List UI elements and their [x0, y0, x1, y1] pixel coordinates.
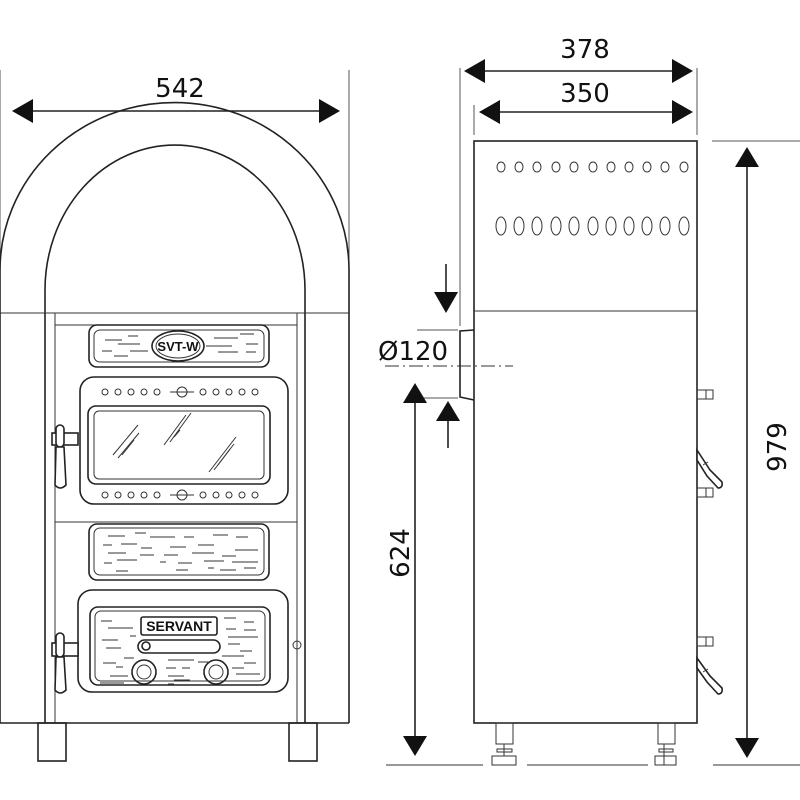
handle-grip — [54, 656, 67, 694]
adjustable-foot-back — [654, 722, 677, 766]
air-vent-right-outer — [203, 659, 229, 685]
side-view: 378 350 Ø120 — [378, 35, 800, 766]
air-slider-slot[interactable] — [137, 639, 221, 654]
foot-leg — [657, 722, 676, 745]
middle-panel — [88, 523, 270, 581]
ash-door-frame — [77, 589, 289, 693]
badge-oval-inner — [155, 333, 201, 359]
door-frame — [79, 376, 289, 505]
arch-inner — [44, 144, 306, 313]
arch-outer — [0, 101, 350, 313]
handle-post — [55, 632, 65, 658]
foot-left — [37, 722, 67, 762]
middle-panel-inner — [93, 527, 265, 576]
model-badge-label: SVT-W — [157, 339, 199, 354]
flue-collar — [459, 329, 475, 401]
air-vent-left-inner — [136, 664, 152, 680]
vent-row-bottom — [101, 489, 259, 501]
upper-door-handle[interactable] — [51, 424, 79, 489]
air-vent-left-outer — [131, 659, 157, 685]
handle-post — [55, 424, 65, 448]
arrow-up-icon — [403, 383, 427, 403]
foot-pad — [654, 755, 677, 766]
width-378-label: 378 — [560, 35, 610, 65]
side-handle-hinges — [696, 389, 714, 647]
brand-plate — [140, 616, 218, 636]
middle-panel-outer — [88, 523, 270, 581]
flue-diameter-label: Ø120 — [378, 337, 448, 367]
arrow-down-icon — [735, 738, 759, 758]
air-vent-right-inner — [208, 664, 224, 680]
lower-door-handle[interactable] — [51, 632, 79, 694]
handle-grip — [54, 446, 67, 489]
top-plate: SVT-W — [88, 324, 270, 368]
texture-lines — [103, 532, 258, 572]
width-542-label: 542 — [155, 74, 205, 104]
texture-lines — [100, 617, 260, 685]
hinge — [696, 389, 714, 400]
foot-leg — [495, 722, 514, 745]
width-350-label: 350 — [560, 79, 610, 109]
arrow-right-icon — [672, 100, 693, 124]
height-979-label: 979 — [763, 422, 793, 472]
top-plate-outer — [88, 324, 270, 368]
hinge — [696, 636, 714, 647]
side-handle-upper[interactable] — [696, 447, 723, 489]
arrow-down-icon — [434, 292, 458, 313]
top-plate-inner — [93, 329, 265, 363]
air-slider-knob[interactable] — [141, 641, 151, 651]
handle-grip — [696, 655, 723, 695]
arrow-right-icon — [319, 99, 340, 123]
arrow-up-icon — [735, 147, 759, 167]
arrow-down-icon — [403, 736, 427, 756]
glass-pane — [93, 410, 265, 480]
arrow-up-icon — [436, 401, 460, 421]
arrow-right-icon — [672, 59, 693, 83]
glass-door[interactable] — [79, 376, 289, 505]
arrow-left-icon — [479, 100, 500, 124]
dimension-flue-height: 624 — [386, 383, 427, 756]
texture-lines — [102, 333, 258, 357]
side-vent-row-lower — [495, 216, 690, 236]
foot-right — [288, 722, 318, 762]
dimension-width-body: 350 — [473, 79, 693, 135]
side-body — [473, 140, 698, 724]
glass-frame-outer — [87, 405, 271, 485]
ash-door[interactable]: SERVANT — [77, 589, 302, 693]
dimension-width-front: 542 — [0, 70, 350, 265]
glass-reflection-lines — [112, 412, 237, 473]
brand-label: SERVANT — [146, 618, 212, 634]
door-latch — [292, 640, 302, 650]
hinge — [696, 487, 714, 498]
front-view: 542 SVT-W — [0, 70, 350, 762]
arrow-left-icon — [464, 59, 485, 83]
dimension-total-height: 979 — [712, 140, 800, 758]
foot-pad — [491, 755, 517, 766]
adjustable-foot-front — [491, 722, 517, 766]
flue-outlet: Ø120 — [378, 264, 513, 448]
side-vent-row-top — [496, 161, 689, 173]
side-handle-lower[interactable] — [696, 655, 723, 695]
ash-door-inner-outer — [89, 606, 271, 686]
dimension-width-outer: 378 — [459, 35, 698, 326]
height-624-label: 624 — [386, 528, 416, 578]
arrow-left-icon — [12, 99, 33, 123]
ash-door-inner — [94, 610, 266, 682]
badge-oval-outer — [151, 330, 205, 362]
vent-row-top — [101, 386, 259, 398]
handle-grip — [696, 447, 723, 489]
